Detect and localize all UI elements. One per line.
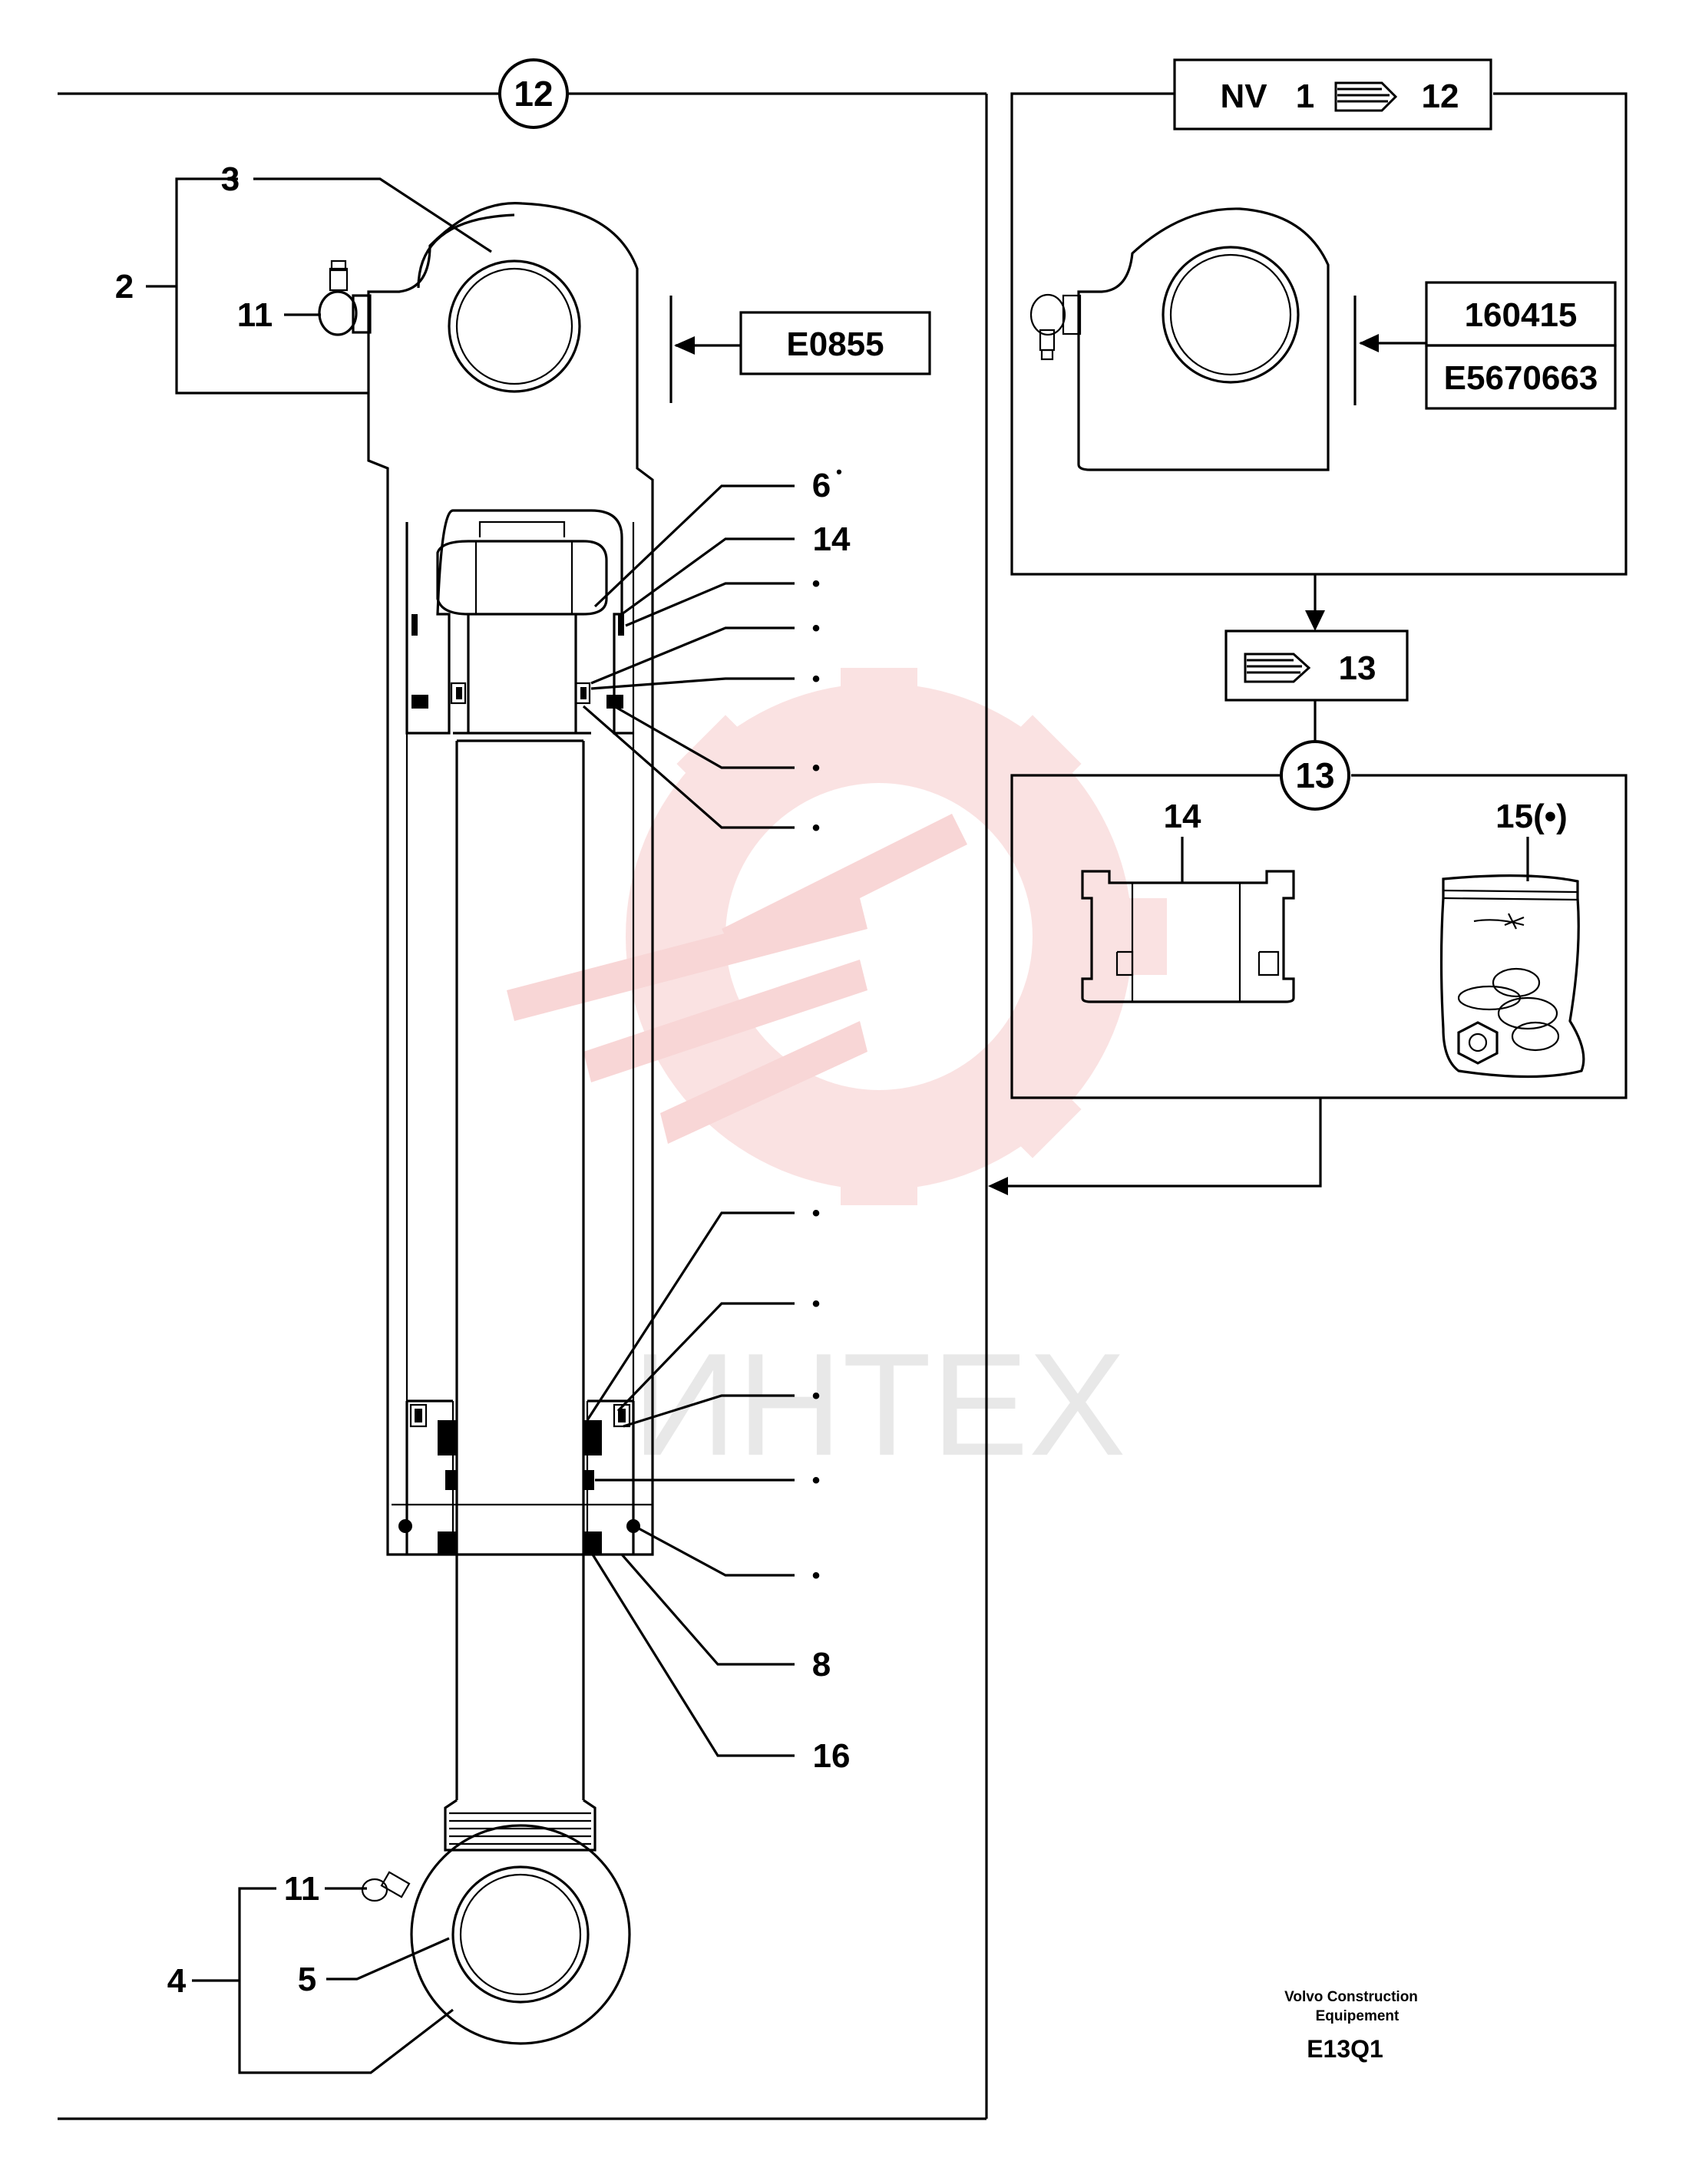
nv-grease-nipple-icon: [1029, 293, 1082, 361]
callout-dot-6: •: [812, 1201, 821, 1226]
callout-dot-4: •: [812, 755, 821, 781]
callout-16: 16: [813, 1737, 851, 1775]
footer-maker-2: Equipement: [1316, 2008, 1400, 2024]
ref-e5670663: E5670663: [1444, 359, 1598, 397]
footer: Volvo Construction Equipement E13Q1: [1284, 1989, 1418, 2063]
callout-8: 8: [812, 1646, 831, 1683]
ref-160415: 160415: [1465, 296, 1578, 334]
ref-box-e0855: [739, 311, 931, 375]
callout-dot-10: •: [812, 1563, 821, 1588]
view-circle-12: [498, 58, 569, 129]
rod-eye-bushing: [451, 1865, 590, 2004]
head-eye-outer: [448, 259, 581, 393]
callout-2: 2: [115, 268, 134, 306]
callout-dot-5: •: [812, 815, 821, 841]
grease-nipple-bottom: [361, 1871, 411, 1902]
callout-dot-8: •: [812, 1383, 821, 1409]
seal-kit-bag-icon: [1439, 874, 1585, 1079]
callout-dot-3: •: [812, 666, 821, 692]
nv-panel: NV 1 12 160415 E5670663: [1010, 58, 1628, 576]
kit-item-15-label: 15(•): [1495, 798, 1568, 835]
nv-arrow-icon: [1334, 81, 1398, 112]
arrow-13-icon: [1244, 653, 1311, 683]
callout-4: 4: [167, 1962, 187, 2000]
callout-dot-9: •: [812, 1468, 821, 1493]
callout-11-bottom: 11: [284, 1870, 320, 1908]
nv-to: 12: [1422, 78, 1459, 115]
grease-nipple-top: [318, 259, 372, 336]
callout-3: 3: [221, 160, 240, 198]
callout-6: 6: [812, 467, 831, 504]
callout-11-top: 11: [237, 296, 273, 334]
main-frame: 12: [58, 58, 988, 2120]
view-circle-12-label: 12: [514, 74, 553, 114]
callout-dot-7: •: [812, 1291, 821, 1317]
callout-5: 5: [298, 1961, 316, 1998]
nv-eye-outer: [1162, 246, 1300, 384]
footer-code: E13Q1: [1307, 2035, 1383, 2063]
arrow-13-label: 13: [1339, 649, 1376, 687]
view-circle-13: [1280, 740, 1350, 811]
callout-14: 14: [813, 520, 851, 558]
footer-maker-1: Volvo Construction: [1284, 1989, 1418, 2005]
piston-nut: [436, 520, 608, 616]
cylinder-assembly: [318, 202, 654, 2045]
kit-item-14-label: 14: [1164, 798, 1201, 835]
kit-panel: 13 14 15(•): [1010, 740, 1628, 1099]
ref-box-e5670663: [1425, 344, 1617, 410]
callouts-main: 2 3 11 E0855 6 • 14 • • • • • • •: [115, 160, 931, 2074]
nv-label: NV: [1220, 78, 1267, 115]
rod-eye-outer: [410, 1824, 631, 2045]
watermark-text: ИНТЕХ: [632, 1323, 1125, 1486]
ref-e0855: E0855: [786, 325, 884, 363]
nv-from: 1: [1296, 78, 1314, 115]
callout-dot-2: •: [812, 616, 821, 641]
callout-6-dot: •: [836, 462, 842, 481]
watermark-logo: [507, 668, 1167, 1205]
nv-title-box: [1173, 58, 1492, 131]
guide-ring-drawing: [1081, 870, 1295, 1003]
callout-dot-1: •: [812, 571, 821, 596]
arrow-13-box: 13: [1224, 629, 1409, 702]
view-circle-13-label: 13: [1295, 755, 1334, 795]
